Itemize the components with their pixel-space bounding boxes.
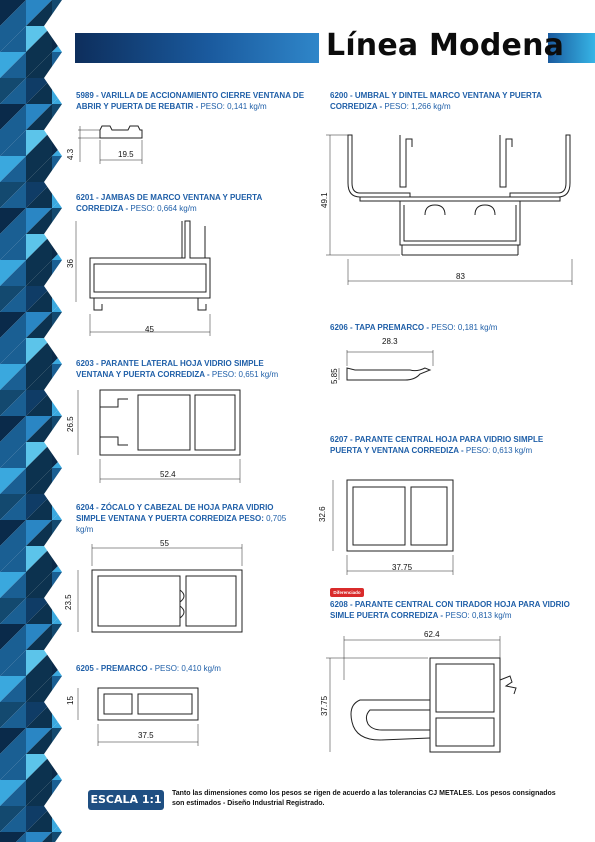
profile-6201-caption: 6201 - JAMBAS DE MARCO VENTANA Y PUERTA … — [76, 193, 262, 213]
page-title: Línea Modena — [326, 28, 565, 63]
profile-6204-dim-height: 23.5 — [64, 594, 73, 610]
profile-6203-caption: 6203 - PARANTE LATERAL HOJA VIDRIO SIMPL… — [76, 359, 279, 379]
profile-6207-caption: 6207 - PARANTE CENTRAL HOJA PARA VIDRIO … — [330, 435, 544, 455]
profile-6201-drawing — [70, 218, 230, 338]
profile-6208-drawing — [320, 630, 530, 770]
profile-6204-caption: 6204 - ZÓCALO Y CABEZAL DE HOJA PARA VID… — [76, 503, 287, 534]
profile-6201-dim-height: 36 — [66, 259, 75, 268]
profile-6200-dim-height: 49.1 — [320, 192, 329, 208]
profile-6206-dim-height: 5.85 — [330, 368, 339, 384]
profile-6205-dim-height: 15 — [66, 696, 75, 705]
header-gradient-bar — [75, 33, 319, 63]
profile-6207-dim-width: 37.75 — [392, 563, 413, 572]
profile-5989-drawing — [70, 118, 180, 168]
profile-6208-dim-height: 37.75 — [320, 695, 329, 716]
profile-6206-caption: 6206 - TAPA PREMARCO - PESO: 0,181 kg/m — [330, 323, 498, 332]
profile-6208-dim-width: 62.4 — [424, 630, 440, 639]
footer-note: Tanto las dimensiones como los pesos se … — [172, 790, 556, 807]
profile-6204-dim-width: 55 — [160, 539, 169, 548]
profile-6200-drawing — [320, 125, 580, 290]
profile-6203-dim-width: 52.4 — [160, 470, 176, 479]
profile-6205-caption: 6205 - PREMARCO - PESO: 0,410 kg/m — [76, 664, 221, 673]
profile-6205-dim-width: 37.5 — [138, 731, 154, 740]
profile-6203-dim-height: 26.5 — [66, 416, 75, 432]
profile-5989-dim-height: 4.3 — [66, 148, 75, 160]
profile-6200-dim-width: 83 — [456, 272, 465, 281]
profile-6203-drawing — [70, 385, 250, 485]
profile-6207-dim-height: 32.6 — [318, 506, 327, 522]
profile-6206-dim-width: 28.3 — [382, 337, 398, 346]
profile-5989-caption: 5989 - VARILLA DE ACCIONAMIENTO CIERRE V… — [76, 91, 305, 111]
differentiated-badge: Diferenciado — [330, 588, 364, 597]
profile-6204-drawing — [70, 540, 250, 640]
profile-6200-caption: 6200 - UMBRAL Y DINTEL MARCO VENTANA Y P… — [330, 91, 542, 111]
profile-6201-dim-width: 45 — [145, 325, 154, 334]
scale-badge: ESCALA 1:1 — [88, 790, 164, 810]
header-gradient-accent — [548, 33, 595, 63]
profile-6206-drawing — [325, 340, 445, 390]
profile-6205-drawing — [70, 680, 210, 750]
decorative-side-band — [0, 0, 62, 842]
profile-6208-caption: 6208 - PARANTE CENTRAL CON TIRADOR HOJA … — [330, 600, 570, 620]
profile-6207-drawing — [325, 475, 465, 585]
profile-5989-dim-width: 19.5 — [118, 150, 134, 159]
